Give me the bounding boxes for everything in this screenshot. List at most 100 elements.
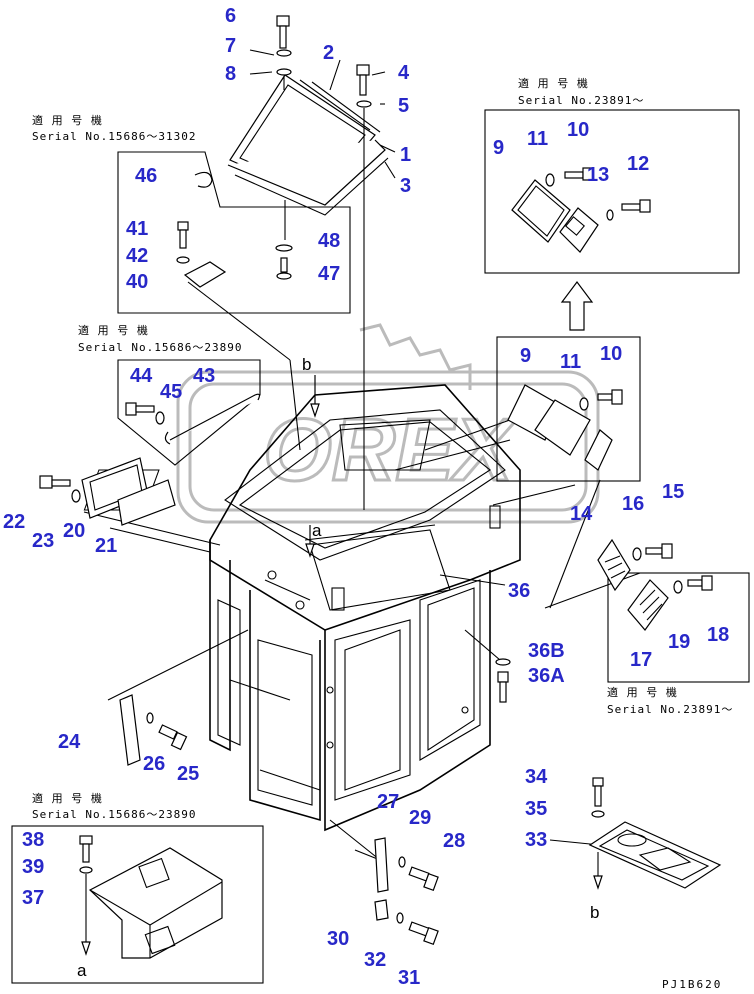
serial-note-2: 適 用 号 機 Serial No.23891～ xyxy=(518,76,644,107)
rod-43 xyxy=(164,393,261,445)
callout-14: 14 xyxy=(570,503,593,525)
callout-41: 41 xyxy=(126,218,148,240)
callout-35: 35 xyxy=(525,798,547,820)
main-frame xyxy=(83,384,521,832)
cover-37 xyxy=(79,835,223,959)
callout-16: 16 xyxy=(622,493,644,515)
svg-text:適 用 号 機: 適 用 号 機 xyxy=(32,791,103,805)
callout-10-inset: 10 xyxy=(567,119,589,141)
serial-note-4: 適 用 号 機 Serial No.23891～ xyxy=(607,685,733,716)
clip-46 xyxy=(194,171,213,188)
callout-46: 46 xyxy=(135,165,157,187)
callouts: 6 7 8 2 4 5 1 3 46 41 42 40 48 47 9 11 1… xyxy=(3,5,729,989)
bracket-27 xyxy=(374,837,439,893)
svg-text:適 用 号 機: 適 用 号 機 xyxy=(518,76,589,90)
callout-11: 11 xyxy=(560,351,581,373)
leader-lines xyxy=(83,49,641,861)
callout-32: 32 xyxy=(364,949,386,971)
callout-2: 2 xyxy=(323,42,334,64)
svg-text:適 用 号 機: 適 用 号 機 xyxy=(32,113,103,127)
callout-37: 37 xyxy=(22,887,44,909)
callout-13: 13 xyxy=(587,164,609,186)
serial-note-3: 適 用 号 機 Serial No.15686～23890 xyxy=(78,323,242,354)
callout-29: 29 xyxy=(409,807,431,829)
callout-31: 31 xyxy=(398,967,420,989)
callout-30: 30 xyxy=(327,928,349,950)
callout-33: 33 xyxy=(525,829,547,851)
bracket-30 xyxy=(374,899,439,946)
callout-39: 39 xyxy=(22,856,44,878)
callout-48: 48 xyxy=(318,230,340,252)
callout-26: 26 xyxy=(143,753,165,775)
callout-4: 4 xyxy=(398,62,410,84)
bolt-41 xyxy=(176,221,227,288)
svg-text:Serial No.15686～23890: Serial No.15686～23890 xyxy=(78,341,242,354)
callout-6: 6 xyxy=(225,5,236,27)
bolt-6 xyxy=(276,15,292,76)
callout-10: 10 xyxy=(600,343,622,365)
callout-18: 18 xyxy=(707,624,729,646)
drawing-code: PJ1B620 xyxy=(662,978,722,991)
bolt-12 xyxy=(606,199,651,221)
callout-44: 44 xyxy=(130,365,153,387)
inset-box-vent-right xyxy=(607,572,750,683)
vent-cover-9 xyxy=(511,179,599,253)
inset-box-top-left xyxy=(117,151,351,314)
callout-24: 24 xyxy=(58,731,81,753)
callout-36: 36 xyxy=(508,580,530,602)
inset-box-top-right xyxy=(484,109,740,274)
svg-text:適 用 号 機: 適 用 号 機 xyxy=(607,685,678,699)
bolt-44 xyxy=(125,402,165,425)
ref-a-top: a xyxy=(312,521,322,540)
callout-9: 9 xyxy=(520,345,531,367)
svg-text:適 用 号 機: 適 用 号 機 xyxy=(78,323,149,337)
serial-note-1: 適 用 号 機 Serial No.15686～31302 xyxy=(32,113,196,143)
callout-17: 17 xyxy=(630,649,652,671)
callout-9-inset: 9 xyxy=(493,137,504,159)
callout-45: 45 xyxy=(160,381,182,403)
callout-43: 43 xyxy=(193,365,215,387)
cover-33 xyxy=(588,777,722,890)
callout-25: 25 xyxy=(177,763,199,785)
bolt-4 xyxy=(356,64,372,108)
callout-36A: 36A xyxy=(528,665,565,687)
bolt-22 xyxy=(39,475,81,503)
callout-27: 27 xyxy=(377,791,399,813)
inset-box-mid-left xyxy=(117,359,261,466)
inset-box-bottom-left xyxy=(11,825,264,984)
svg-text:Serial No.23891～: Serial No.23891～ xyxy=(518,94,644,107)
callout-23: 23 xyxy=(32,530,54,552)
callout-47: 47 xyxy=(318,263,340,285)
callout-28: 28 xyxy=(443,830,465,852)
callout-38: 38 xyxy=(22,829,44,851)
callout-1: 1 xyxy=(400,144,411,166)
serial-note-5: 適 用 号 機 Serial No.15686～23890 xyxy=(32,791,196,821)
svg-text:Serial No.15686～23890: Serial No.15686～23890 xyxy=(32,808,196,821)
ref-b-top: b xyxy=(302,355,311,374)
plate-20 xyxy=(81,457,176,526)
reference-arrows xyxy=(305,375,320,558)
arrow-up xyxy=(560,281,594,331)
bracket-24 xyxy=(119,694,188,766)
callout-21: 21 xyxy=(95,535,117,557)
callout-11-inset: 11 xyxy=(527,128,548,150)
bolt-47 xyxy=(275,244,293,280)
callout-5: 5 xyxy=(398,95,409,117)
top-cover-plate xyxy=(227,74,389,216)
callout-40: 40 xyxy=(126,271,148,293)
callout-8: 8 xyxy=(225,63,236,85)
inset-box-vent-top xyxy=(496,336,641,482)
callout-20: 20 xyxy=(63,520,85,542)
callout-19: 19 xyxy=(668,631,690,653)
vent-14 xyxy=(597,538,673,592)
svg-text:Serial No.23891～: Serial No.23891～ xyxy=(607,703,733,716)
svg-text:Serial No.15686～31302: Serial No.15686～31302 xyxy=(32,130,196,143)
vent-grille-9 xyxy=(507,384,623,471)
bolt-36A xyxy=(495,658,511,703)
ref-b-bottom: b xyxy=(590,903,599,922)
callout-42: 42 xyxy=(126,245,148,267)
bolt-10 xyxy=(545,167,594,187)
callout-34: 34 xyxy=(525,766,548,788)
